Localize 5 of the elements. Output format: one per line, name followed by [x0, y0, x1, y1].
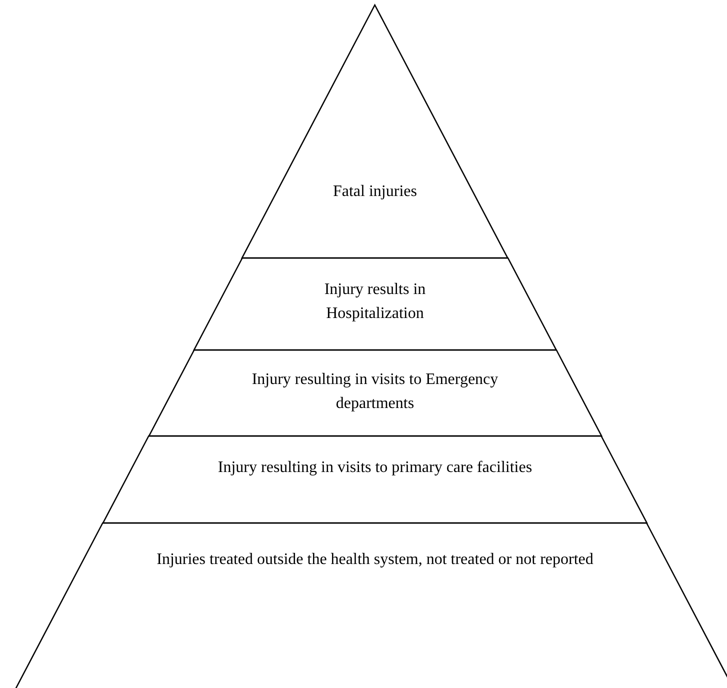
- level-label: Fatal injuries: [332, 182, 418, 202]
- level-label: Injury resulting in visits to primary care facilities: [216, 458, 534, 478]
- level-label: Injury resulting in visits to Emergency departments: [250, 370, 500, 414]
- level-label: Injuries treated outside the health system, not treated or not reported: [156, 550, 594, 570]
- level-label: Injury results in Hospitalization: [323, 280, 427, 324]
